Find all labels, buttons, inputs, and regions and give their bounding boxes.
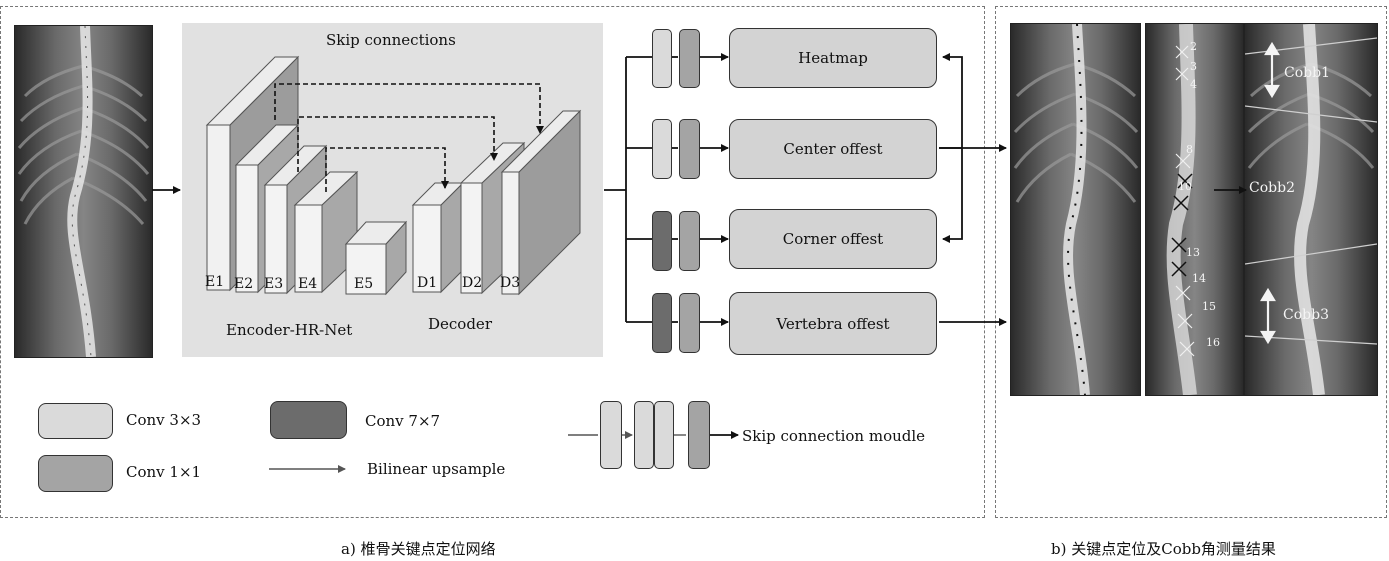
cobb3-label: Cobb3 <box>1283 307 1329 323</box>
heatmap-head: Heatmap <box>729 28 937 88</box>
vertebra-number: 2 <box>1190 40 1197 53</box>
vertebra-number: 15 <box>1202 300 1216 313</box>
legend-conv1-label: Conv 1×1 <box>126 463 202 481</box>
skip-connections-title: Skip connections <box>326 31 456 49</box>
vertebra-number: 14 <box>1192 272 1206 285</box>
block-label-d3: D3 <box>500 275 521 291</box>
head-heatmap-conv3 <box>652 29 672 88</box>
legend-conv7-swatch <box>270 401 347 439</box>
block-label-e1: E1 <box>205 274 225 290</box>
decoder-label: Decoder <box>428 315 492 333</box>
panel-b-results <box>995 6 1387 518</box>
block-label-d1: D1 <box>417 275 438 291</box>
block-label-e3: E3 <box>264 276 284 292</box>
vertebra-number: 4 <box>1190 78 1197 91</box>
skip-module-conv3-c <box>654 401 674 469</box>
input-xray-image <box>14 25 153 358</box>
caption-b: b) 关键点定位及Cobb角测量结果 <box>1051 540 1276 558</box>
caption-a: a) 椎骨关键点定位网络 <box>341 540 496 558</box>
skip-module-label: Skip connection moudle <box>742 427 926 445</box>
head-vertebra-conv1 <box>679 293 700 353</box>
head-center-conv1 <box>679 119 700 179</box>
corner-offset-head: Corner offest <box>729 209 937 269</box>
head-vertebra-conv7 <box>652 293 672 353</box>
head-corner-conv7 <box>652 211 672 271</box>
legend-conv1-swatch <box>38 455 113 492</box>
head-heatmap-conv1 <box>679 29 700 88</box>
skip-module-conv3-a <box>600 401 622 469</box>
legend-conv3-label: Conv 3×3 <box>126 411 202 429</box>
skip-module-conv1 <box>688 401 710 469</box>
encoder-label: Encoder-HR-Net <box>226 321 353 339</box>
cobb1-label: Cobb1 <box>1284 65 1330 81</box>
head-corner-conv1 <box>679 211 700 271</box>
vertebra-number: 8 <box>1186 143 1193 156</box>
legend-conv3-swatch <box>38 403 113 439</box>
block-label-e5: E5 <box>354 276 374 292</box>
legend-conv7-label: Conv 7×7 <box>365 412 441 430</box>
head-center-conv3 <box>652 119 672 179</box>
panel-a-network <box>0 6 985 518</box>
legend-bilinear-label: Bilinear upsample <box>367 460 506 478</box>
skip-module-conv3-b <box>634 401 654 469</box>
network-panel <box>182 23 603 357</box>
cobb2-label: Cobb2 <box>1249 180 1295 196</box>
block-label-e4: E4 <box>298 276 318 292</box>
vertebra-offset-head: Vertebra offest <box>729 292 937 355</box>
vertebra-number: 10 <box>1178 180 1192 193</box>
result-xray-keypoints <box>1010 23 1141 396</box>
vertebra-number: 13 <box>1186 246 1200 259</box>
vertebra-number: 3 <box>1190 60 1197 73</box>
vertebra-number: 16 <box>1206 336 1220 349</box>
result-xray-vertebra-boxes <box>1145 23 1244 396</box>
block-label-e2: E2 <box>234 276 254 292</box>
block-label-d2: D2 <box>462 275 483 291</box>
center-offset-head: Center offest <box>729 119 937 179</box>
